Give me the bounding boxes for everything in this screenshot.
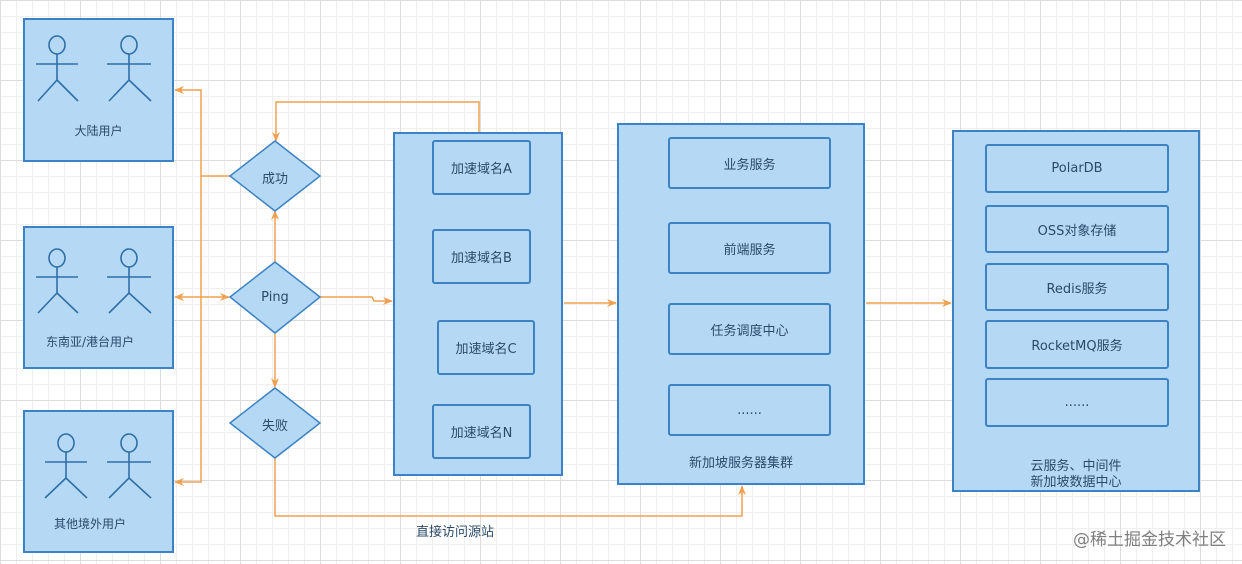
- decision-ping-label: Ping: [261, 290, 289, 305]
- cdn-domain-c: 加速域名C: [437, 320, 535, 375]
- cloud-caption-line2: 新加坡数据中心: [1030, 475, 1122, 490]
- success-to-users-connector: [174, 86, 230, 177]
- user-group-sea-hk-tw: [23, 226, 174, 369]
- fail-to-users-connector: [174, 176, 202, 486]
- cdn-to-success-arrow: [272, 101, 480, 142]
- server-cluster-caption: 新加坡服务器集群: [688, 456, 793, 471]
- decision-success: [228, 140, 322, 212]
- fail-direct-origin-arrow: [274, 458, 746, 517]
- cdn-domain-a: 加速域名A: [432, 140, 531, 195]
- cdn-domain-n: 加速域名N: [432, 404, 531, 459]
- cloud-redis: Redis服务: [985, 263, 1169, 311]
- cloud-oss-storage: OSS对象存储: [985, 205, 1169, 253]
- server-task-scheduler: 任务调度中心: [668, 303, 831, 355]
- decision-fail-label: 失败: [261, 419, 288, 434]
- cloud-polardb: PolarDB: [985, 144, 1169, 193]
- sea-hk-tw-users-label: 东南亚/港台用户: [45, 335, 135, 349]
- decision-fail: [228, 387, 322, 459]
- cloud-rocketmq: RocketMQ服务: [985, 320, 1169, 369]
- cloud-more: ......: [985, 378, 1169, 427]
- server-business-service: 业务服务: [668, 137, 831, 189]
- mainland-user-figure-1: [36, 35, 79, 102]
- ping-to-cdn-arrow: [320, 296, 393, 305]
- sea-user-figure-2: [107, 248, 152, 314]
- cdn-domain-b: 加速域名B: [432, 229, 531, 284]
- server-more: ......: [668, 384, 831, 436]
- sea-user-figure-1: [36, 248, 79, 314]
- other-user-figure-1: [44, 433, 88, 499]
- cloud-caption-line1: 云服务、中间件: [1030, 459, 1122, 474]
- other-overseas-users-label: 其他境外用户: [53, 517, 126, 531]
- decision-success-label: 成功: [261, 172, 288, 187]
- decision-ping: [228, 261, 322, 334]
- mainland-user-figure-2: [107, 35, 152, 102]
- other-user-figure-2: [107, 433, 152, 499]
- mainland-users-label: 大陆用户: [74, 124, 123, 138]
- server-frontend-service: 前端服务: [668, 222, 831, 274]
- user-group-other: [23, 410, 174, 553]
- direct-origin-label: 直接访问源站: [415, 525, 494, 540]
- watermark: @稀土掘金技术社区: [1073, 530, 1226, 550]
